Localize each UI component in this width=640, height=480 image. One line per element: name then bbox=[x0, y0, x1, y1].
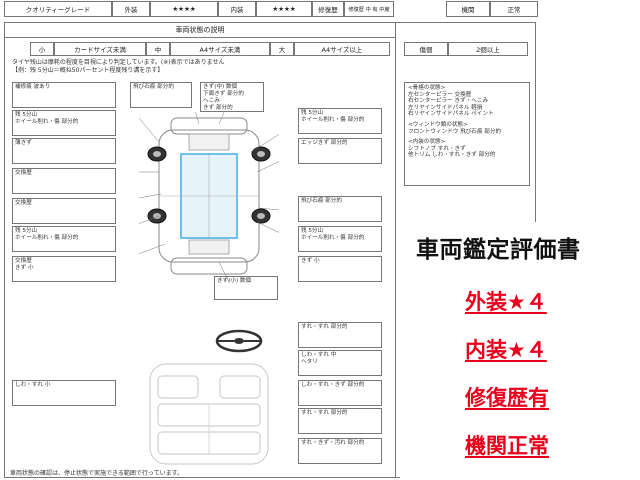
damage-box-top: 飛び石痕 部分的 bbox=[130, 82, 192, 108]
size-large: 大 bbox=[270, 42, 294, 56]
damage-box-left: 交換歴きず 小 bbox=[12, 256, 116, 282]
damage-box-interior: すれ・すれ 部分的 bbox=[298, 408, 382, 434]
repair-value: 修復歴 中 有 中度 bbox=[344, 1, 394, 17]
damage-box-left: 残 5分山ホイール削れ・傷 部分的 bbox=[12, 226, 116, 252]
damage-box-left: 交換歴 bbox=[12, 198, 116, 224]
car-diagram-top bbox=[139, 112, 279, 282]
damage-box-right: 飛び石痕 部分的 bbox=[298, 196, 382, 222]
damage-box-interior-left: しわ・すれ 小 bbox=[12, 380, 116, 406]
exterior-label: 外装 bbox=[112, 1, 150, 17]
steering-wheel-icon bbox=[215, 329, 263, 353]
appraisal-interior: 内装★４ bbox=[465, 338, 547, 362]
main-frame bbox=[4, 22, 396, 478]
exterior-stars: ★★★★ bbox=[150, 1, 218, 17]
repair-label: 修復歴 bbox=[312, 1, 344, 17]
tire-note-1: タイヤ残山は摩耗の程度を目視により判定しています。(※)表示ではありません bbox=[12, 59, 225, 66]
appraisal-engine: 機関正常 bbox=[465, 434, 549, 458]
damage-box-right: 残 5分山ホイール削れ・傷 部分的 bbox=[298, 108, 382, 134]
engine-label: 機関 bbox=[446, 1, 490, 17]
appraisal-overlay bbox=[400, 222, 640, 480]
damage-box-top: きず(中) 数個下面きず 部分的へこみきず 部分的 bbox=[200, 82, 264, 112]
tire-note-2: 【例：残 5分山＝概ね50パーセント程度残り溝を示す】 bbox=[12, 67, 164, 74]
size-small-desc: カードサイズ未満 bbox=[54, 42, 146, 56]
damage-box-left: 残 5分山ホイール削れ・傷 部分的 bbox=[12, 110, 116, 136]
damage-box-interior: すれ・すれ 部分的 bbox=[298, 322, 382, 348]
appraisal-exterior: 外装★４ bbox=[465, 290, 547, 314]
footer-note: 車両状態の確認は、停止状態で実施できる範囲で行っています。 bbox=[10, 470, 183, 477]
size-small: 小 bbox=[30, 42, 54, 56]
appraisal-title: 車両鑑定評価書 bbox=[416, 237, 581, 263]
size-medium: 中 bbox=[146, 42, 170, 56]
damage-box-interior: しわ・すれ 中ヘタリ bbox=[298, 350, 382, 376]
condition-notes: <骨格の状態> 左センターピラー 交換歴 右センターピラー きず・へこみ 左リヤ… bbox=[404, 82, 530, 186]
damage-box-left: 交換歴 bbox=[12, 168, 116, 194]
interior-stars: ★★★★ bbox=[256, 1, 312, 17]
damage-box-right: きず 小 bbox=[298, 256, 382, 282]
condition-sheet: クオリティーグレード 外装 ★★★★ 内装 ★★★★ 修復歴 修復歴 中 有 中… bbox=[4, 0, 400, 480]
appraisal-repair: 修復歴有 bbox=[465, 386, 549, 410]
damage-box-interior: しわ・すれ・きず 部分的 bbox=[298, 380, 382, 406]
size-large-desc: A4サイズ以上 bbox=[294, 42, 390, 56]
damage-box-interior: すれ・きず・汚れ 部分的 bbox=[298, 438, 382, 464]
size-medium-desc: A4サイズ未満 bbox=[170, 42, 270, 56]
quality-grade-label: クオリティーグレード bbox=[4, 1, 112, 17]
damage-box-right: 残 5分山ホイール削れ・傷 部分的 bbox=[298, 226, 382, 252]
damage-box-left: 補修痕 波あり bbox=[12, 82, 116, 108]
interior-diagram bbox=[149, 363, 269, 465]
damage-box-right: エッジきず 部分的 bbox=[298, 138, 382, 164]
damage-box-bottom: きず(小) 数個 bbox=[214, 276, 278, 300]
glass-value: 2個以上 bbox=[448, 42, 528, 56]
interior-label: 内装 bbox=[218, 1, 256, 17]
sheet-title: 車両状態の説明 bbox=[4, 22, 396, 38]
damage-box-left: 薄きず bbox=[12, 138, 116, 164]
glass-label: 傷個 bbox=[404, 42, 448, 56]
engine-value: 正常 bbox=[490, 1, 538, 17]
